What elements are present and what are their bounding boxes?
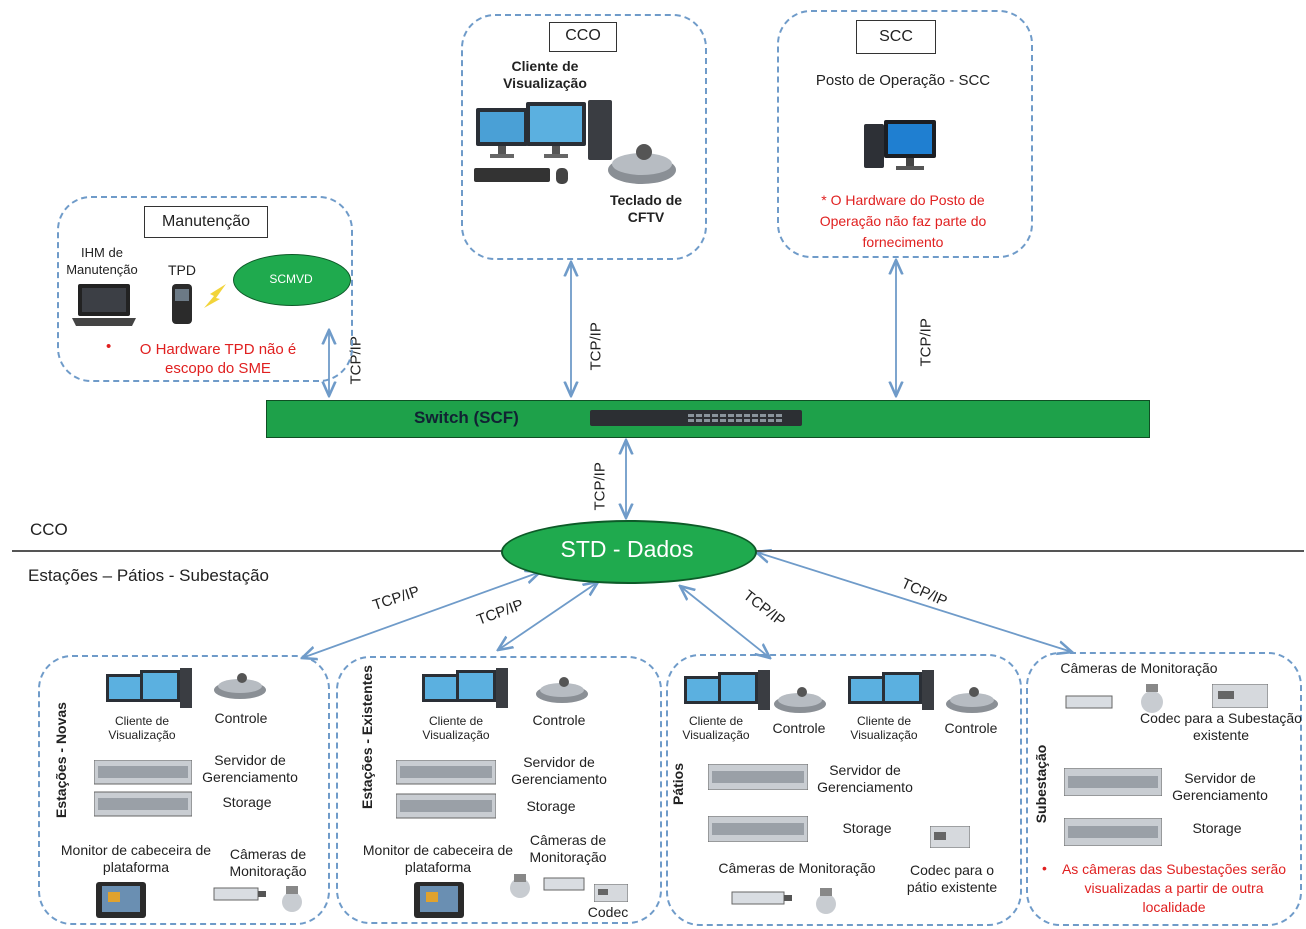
- maint-region: [57, 196, 353, 382]
- sub-cameras-label: Câmeras de Monitoração: [1060, 660, 1218, 676]
- laptop-icon: [72, 284, 136, 326]
- novas-client-icon: [106, 668, 192, 708]
- patios-client2-icon: [848, 670, 934, 710]
- patios-title: Pátios: [670, 763, 686, 806]
- tcp-label-cco: TCP/IP: [587, 322, 605, 371]
- patios-region: [666, 654, 1022, 926]
- sub-note: As câmeras das Subestações serão visuali…: [1061, 861, 1287, 915]
- cco-region: [461, 14, 707, 260]
- novas-cameras-label: Câmeras de Monitoração: [229, 846, 307, 879]
- existentes-client-icon: [422, 668, 508, 708]
- scc-tag: SCC: [856, 20, 936, 54]
- maint-ihm-label: IHM de Manutenção: [66, 245, 138, 277]
- patios-cameras-label: Câmeras de Monitoração: [718, 860, 876, 876]
- sub-camera-icon: [1065, 684, 1163, 713]
- novas-monitor-label: Monitor de cabeceira de plataforma: [60, 842, 212, 875]
- cftv-keyboard-icon: [608, 144, 676, 184]
- sub-codec-label: Codec para a Subestação existente: [1140, 710, 1302, 743]
- existentes-region: [336, 656, 662, 924]
- patios-control1-label: Controle: [772, 720, 826, 736]
- patios-server-icon: [708, 764, 808, 790]
- novas-server-icon: [94, 760, 192, 817]
- novas-control-icon: [214, 673, 266, 699]
- maint-tag: Manutenção: [144, 206, 268, 238]
- existentes-storage-label: Storage: [526, 798, 576, 814]
- wireless-icon: [204, 284, 226, 308]
- switch-label: Switch (SCF): [414, 408, 519, 427]
- patios-storage-label: Storage: [842, 820, 892, 836]
- divider-lower-label: Estações – Pátios - Subestação: [28, 566, 269, 585]
- existentes-codec-icon: [594, 884, 628, 902]
- scmvd-ellipse: [233, 254, 351, 306]
- tpd-device-icon: [172, 284, 192, 324]
- existentes-cameras-label: Câmeras de Monitoração: [529, 832, 607, 865]
- existentes-codec-label: Codec: [587, 904, 629, 920]
- novas-monitor-icon: [96, 882, 146, 918]
- tcp-label-scc: TCP/IP: [917, 318, 935, 367]
- patios-control1-icon: [774, 687, 826, 713]
- scc-post-label: Posto de Operação - SCC: [815, 72, 991, 89]
- maint-tpd-label: TPD: [168, 262, 196, 278]
- scmvd-label: SCMVD: [269, 272, 313, 286]
- existentes-control-icon: [536, 677, 588, 703]
- patios-control2-label: Controle: [944, 720, 998, 736]
- patios-codec-label: Codec para o pátio existente: [906, 862, 998, 895]
- patios-client2-label: Cliente de Visualização: [850, 714, 918, 742]
- existentes-client-label: Cliente de Visualização: [422, 714, 490, 742]
- patios-control2-icon: [946, 687, 998, 713]
- sub-server-icon: [1064, 768, 1162, 796]
- divider-upper-label: CCO: [30, 520, 68, 539]
- scc-hardware-note: * O Hardware do Posto de Operação não fa…: [819, 192, 987, 250]
- novas-camera-icon: [213, 886, 302, 912]
- patios-client1-label: Cliente de Visualização: [682, 714, 750, 742]
- scc-workstation-icon: [864, 120, 936, 170]
- novas-client-label: Cliente de Visualização: [108, 714, 176, 742]
- scc-region: [777, 10, 1033, 258]
- patios-client1-icon: [684, 670, 770, 710]
- sub-storage-label: Storage: [1192, 820, 1242, 836]
- existentes-camera-icon: [510, 874, 585, 898]
- novas-title: Estações - Novas: [53, 702, 69, 818]
- existentes-control-label: Controle: [532, 712, 586, 728]
- existentes-monitor-label: Monitor de cabeceira de plataforma: [362, 842, 514, 875]
- sub-storage-icon: [1064, 818, 1162, 846]
- sub-note-bullet: •: [1042, 860, 1047, 876]
- sub-region: [1026, 652, 1302, 926]
- patios-codec-icon: [930, 826, 970, 848]
- novas-control-label: Controle: [214, 710, 268, 726]
- cco-workstation-icon: [474, 100, 612, 184]
- maint-tpd-note: O Hardware TPD não é escopo do SME: [139, 341, 297, 377]
- link-std-existentes: [498, 582, 598, 650]
- std-label: STD - Dados: [560, 536, 694, 562]
- cco-tag: CCO: [549, 22, 617, 52]
- sub-title: Subestação: [1033, 744, 1049, 824]
- existentes-server-label: Servidor de Gerenciamento: [511, 754, 607, 787]
- sub-server-label: Servidor de Gerenciamento: [1172, 770, 1268, 803]
- cco-client-label: Cliente de Visualização: [503, 58, 587, 91]
- patios-storage-icon: [708, 816, 808, 842]
- link-std-sub: [756, 552, 1072, 652]
- novas-region: [38, 655, 330, 925]
- sub-codec-icon: [1212, 684, 1268, 708]
- existentes-title: Estações - Existentes: [359, 665, 375, 809]
- std-ellipse: [501, 520, 757, 584]
- patios-camera-icon: [731, 888, 836, 914]
- patios-server-label: Servidor de Gerenciamento: [817, 762, 913, 795]
- existentes-monitor-icon: [414, 882, 464, 918]
- existentes-server-icon: [396, 760, 496, 819]
- cftv-keyboard-label: Teclado de CFTV: [609, 192, 683, 225]
- switch-device-icon: [590, 410, 802, 426]
- tcp-label-std: TCP/IP: [591, 462, 609, 511]
- novas-storage-label: Storage: [222, 794, 272, 810]
- novas-server-label: Servidor de Gerenciamento: [202, 752, 298, 785]
- maint-note-bullet: •: [106, 338, 112, 355]
